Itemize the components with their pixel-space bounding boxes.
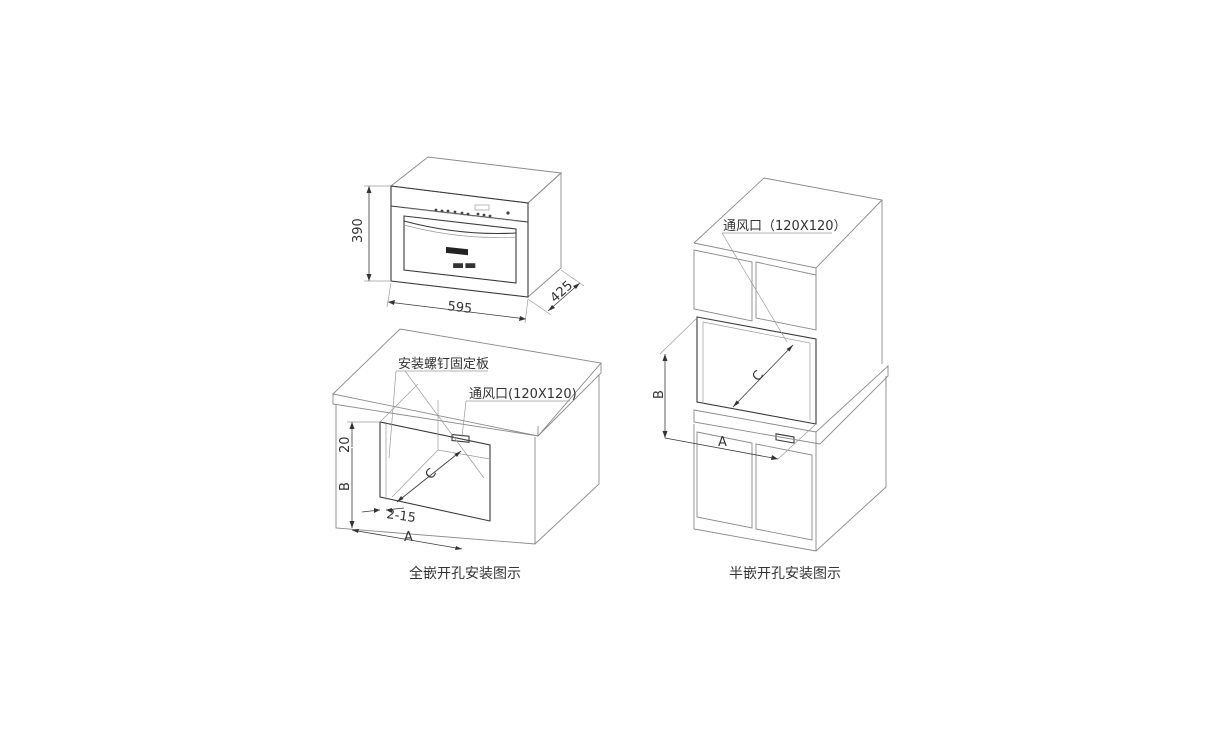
half-dim-C-label: C xyxy=(750,368,767,385)
svg-text:▬▬: ▬▬ xyxy=(452,258,477,273)
dim-595-label: 595 xyxy=(447,299,473,317)
half-caption: 半嵌开孔安装图示 xyxy=(729,566,841,582)
full-caption: 全嵌开孔安装图示 xyxy=(409,565,521,582)
dim-390-label: 390 xyxy=(351,218,366,243)
full-dim-gap-label: 2-15 xyxy=(385,507,416,526)
oven-drawing: ▬▬ 390 595 425 xyxy=(351,156,585,324)
full-dim-B-label: B xyxy=(338,482,353,491)
half-vent-label: 通风口（120X120） xyxy=(723,219,847,234)
full-dim-C-label: C xyxy=(423,466,440,483)
full-dim-A-label: A xyxy=(404,530,413,545)
full-builtin-drawing: C 安装螺钉固定板 通风口(120X120) 20 B 2-15 A 全嵌开孔安… xyxy=(332,328,602,582)
full-vent-label: 通风口(120X120) xyxy=(469,387,577,402)
full-bracket-label: 安装螺钉固定板 xyxy=(398,357,489,372)
dim-425-label: 425 xyxy=(548,278,576,306)
full-dim-20-label: 20 xyxy=(338,436,353,453)
half-dim-A-label: A xyxy=(718,435,727,450)
half-dim-B-label: B xyxy=(652,390,667,399)
half-builtin-drawing: C 通风口（120X120） B A 半嵌开孔安装图示 xyxy=(652,177,889,582)
